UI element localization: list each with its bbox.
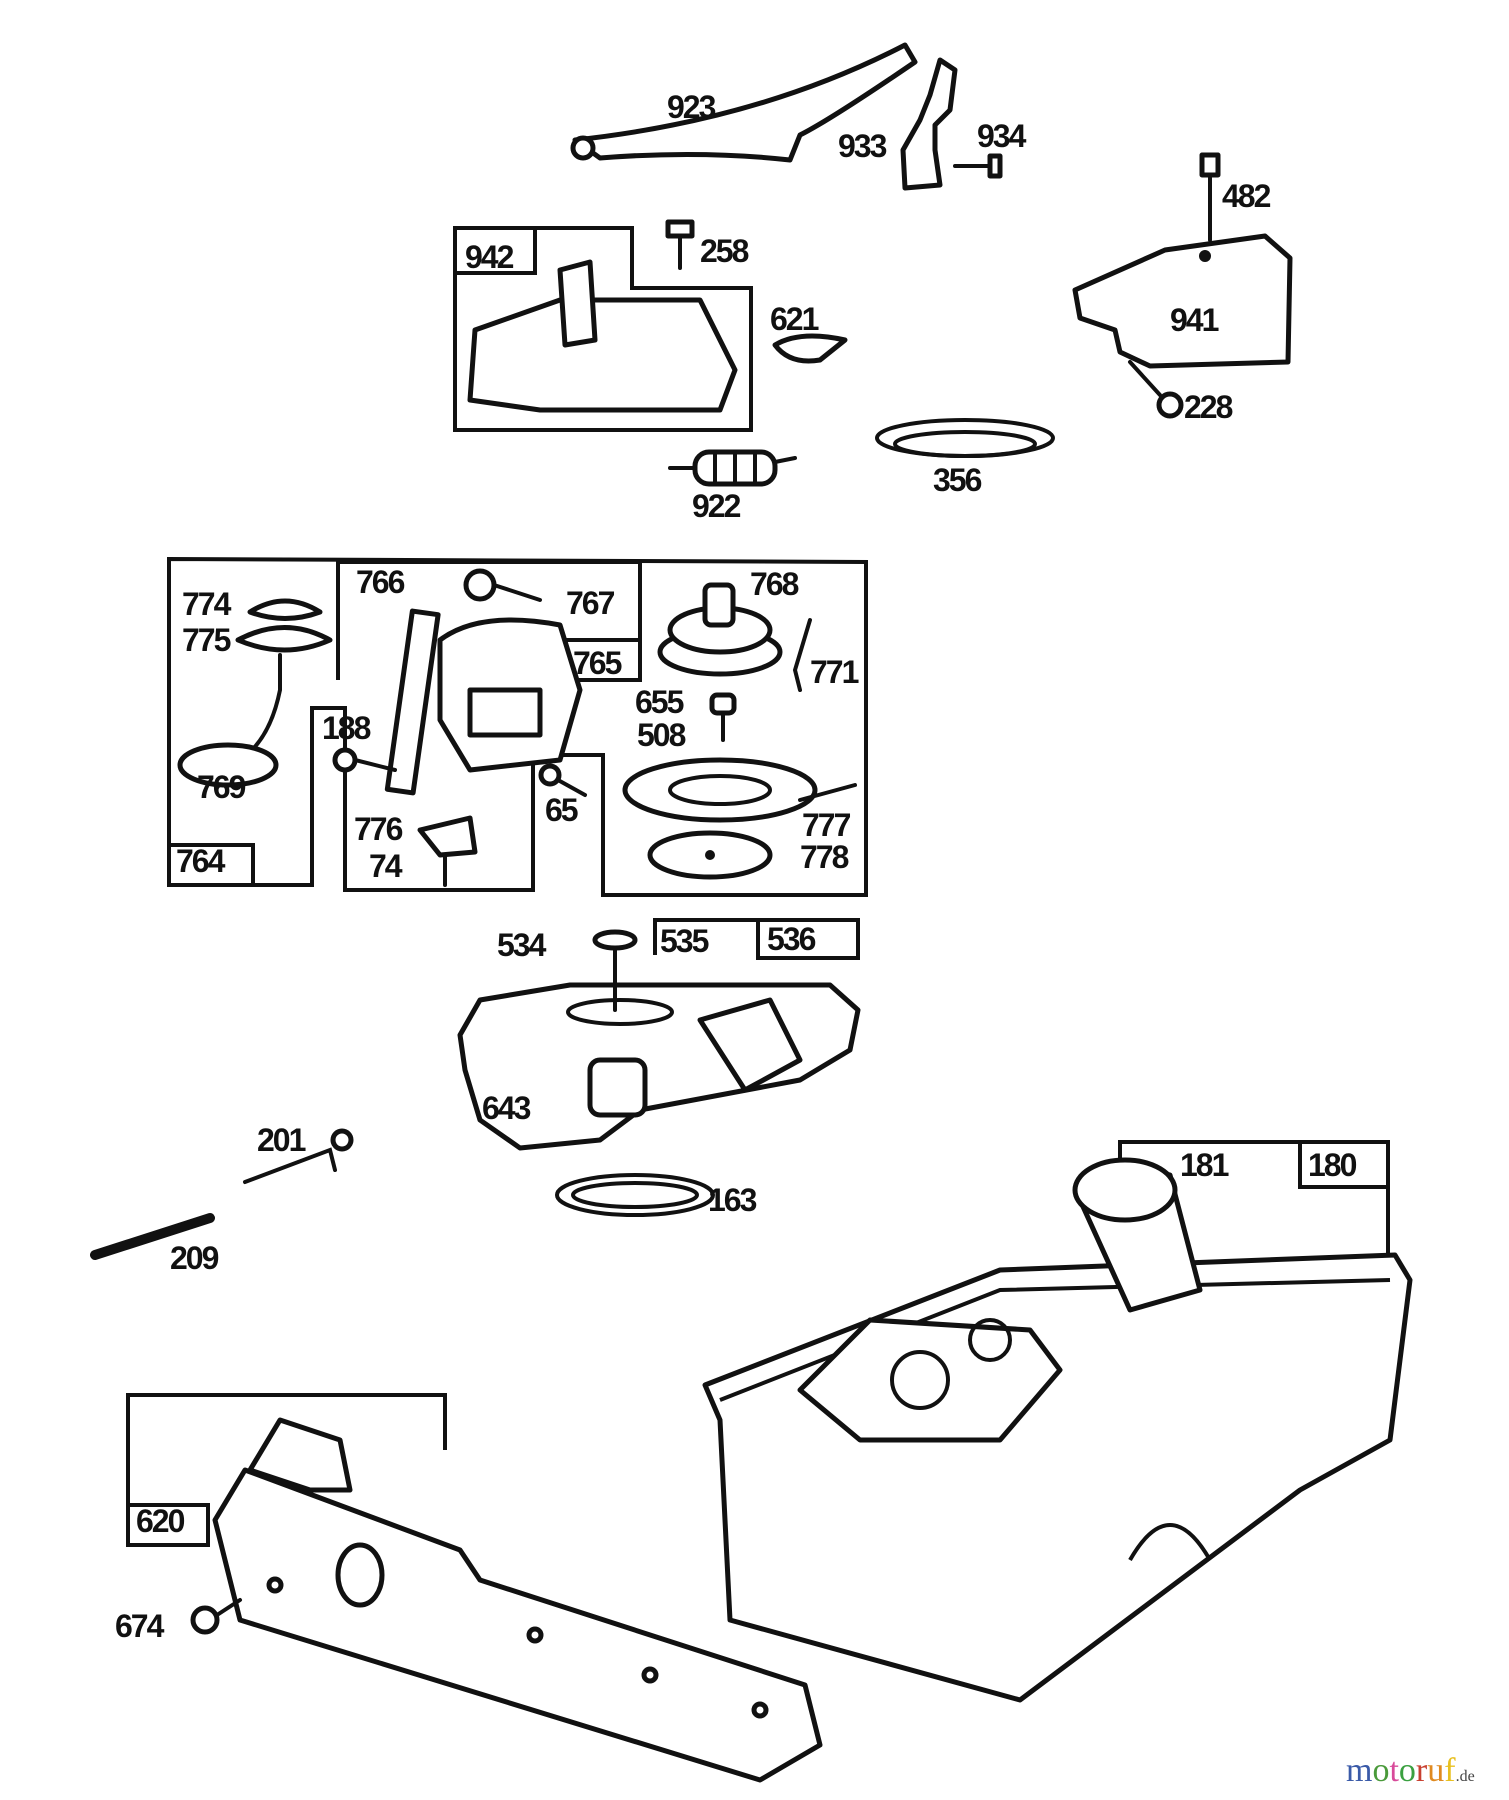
- part-643-air-cleaner: [457, 918, 861, 1151]
- watermark-letter: r: [1415, 1752, 1428, 1789]
- part-180-fuel-tank: [702, 1140, 1413, 1703]
- watermark-letter: t: [1389, 1752, 1399, 1789]
- label-777: 777: [802, 807, 851, 843]
- part-258-screw: [665, 219, 695, 270]
- part-922-spring: [668, 449, 797, 487]
- label-163: 163: [708, 1182, 757, 1218]
- label-771: 771: [810, 654, 859, 690]
- label-778: 778: [800, 839, 849, 875]
- label-764: 764: [176, 843, 226, 879]
- label-258: 258: [700, 233, 749, 269]
- label-534: 534: [497, 927, 547, 963]
- label-767: 767: [566, 585, 615, 621]
- label-620: 620: [136, 1503, 185, 1539]
- label-768: 768: [750, 566, 799, 602]
- watermark-logo: motoruf.de: [1346, 1752, 1475, 1790]
- part-163-gasket: [555, 1173, 715, 1217]
- label-942: 942: [465, 239, 514, 275]
- label-201: 201: [257, 1122, 306, 1158]
- label-655: 655: [635, 684, 684, 720]
- part-942-governor-plate: [453, 226, 753, 432]
- part-621-clip: [772, 333, 848, 364]
- label-775: 775: [182, 622, 231, 658]
- label-765: 765: [573, 645, 622, 681]
- label-774: 774: [182, 586, 232, 622]
- part-674-screw: [190, 1598, 242, 1635]
- label-766: 766: [356, 564, 405, 600]
- label-933: 933: [838, 128, 887, 164]
- label-209: 209: [170, 1240, 219, 1276]
- label-74: 74: [369, 848, 403, 884]
- label-776: 776: [354, 811, 403, 847]
- watermark-letter: m: [1346, 1752, 1373, 1789]
- label-674: 674: [115, 1608, 165, 1644]
- part-764-starter-group: [167, 556, 868, 897]
- watermark-letter: o: [1398, 1752, 1416, 1789]
- label-180: 180: [1308, 1147, 1357, 1183]
- part-356-ring: [875, 418, 1055, 458]
- part-933-bracket: [900, 57, 958, 191]
- label-356: 356: [933, 462, 982, 498]
- watermark-letter: u: [1427, 1752, 1445, 1789]
- part-labels: 923 933 934 482 942 258 621 941 228 922 …: [115, 89, 1359, 1644]
- label-536: 536: [767, 921, 816, 957]
- watermark-letter: f: [1444, 1752, 1456, 1789]
- label-922: 922: [692, 488, 741, 524]
- watermark-letter: o: [1372, 1752, 1390, 1789]
- part-209-spring: [90, 1213, 215, 1260]
- watermark-text: motoruf: [1346, 1752, 1456, 1789]
- label-508: 508: [637, 717, 686, 753]
- part-228-screw: [1128, 360, 1184, 419]
- label-941: 941: [1170, 302, 1219, 338]
- label-643: 643: [482, 1090, 531, 1126]
- label-934: 934: [977, 118, 1027, 154]
- label-65: 65: [545, 792, 578, 828]
- label-188: 188: [322, 710, 371, 746]
- part-201-link: [243, 1128, 354, 1184]
- part-934-screw: [953, 153, 1003, 179]
- label-181: 181: [1180, 1147, 1229, 1183]
- label-923: 923: [667, 89, 716, 125]
- label-621: 621: [770, 301, 819, 337]
- part-620-bracket: [126, 1393, 823, 1783]
- label-535: 535: [660, 923, 709, 959]
- part-923-control-lever: [570, 42, 918, 163]
- label-769: 769: [197, 769, 246, 805]
- part-941-cover: [1072, 233, 1293, 369]
- part-482-bolt: [1199, 152, 1221, 242]
- label-482: 482: [1222, 178, 1271, 214]
- label-228: 228: [1184, 389, 1233, 425]
- watermark-suffix: .de: [1455, 1768, 1475, 1785]
